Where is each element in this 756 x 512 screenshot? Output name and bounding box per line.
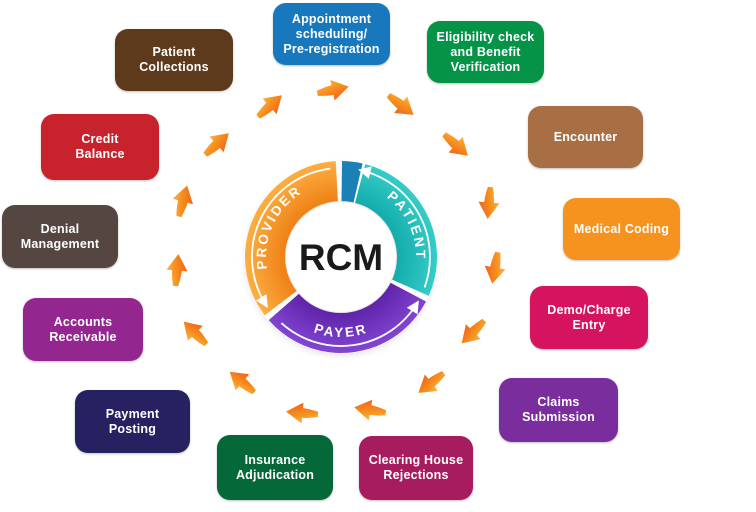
cycle-arrow-icon — [198, 125, 236, 163]
stage-insurance-adjudication-label: Insurance Adjudication — [235, 452, 315, 482]
stage-encounter-label: Encounter — [553, 129, 618, 144]
cycle-arrow-icon — [411, 364, 451, 402]
segment-top-wedge — [245, 160, 437, 353]
stage-encounter: Encounter — [528, 106, 643, 168]
cycle-arrow-icon — [454, 313, 492, 351]
cycle-arrow-icon — [222, 363, 262, 401]
donut-hub — [285, 201, 397, 313]
stage-demo-charge-entry-label: Demo/Charge Entry — [547, 302, 631, 332]
stage-credit-balance-label: Credit Balance — [75, 132, 125, 161]
provider-flow-arrow — [251, 167, 331, 309]
stage-patient-collections-label: Patient Collections — [139, 45, 209, 74]
stage-insurance-adjudication: Insurance Adjudication — [217, 435, 333, 500]
segment-patient — [245, 160, 437, 353]
stage-clearing-house-rejections-label: Clearing House Rejections — [368, 453, 464, 482]
payer-flow-arrow — [280, 300, 419, 347]
cycle-arrow-icon — [352, 396, 388, 424]
stage-eligibility-check: Eligibility check and Benefit Verificati… — [427, 21, 544, 83]
segment-provider — [245, 161, 437, 353]
stage-payment-posting: Payment Posting — [75, 390, 190, 453]
patient-flow-arrow — [358, 166, 431, 288]
stage-medical-coding: Medical Coding — [563, 198, 680, 260]
cycle-arrow-icon — [251, 87, 289, 125]
cycle-arrow-icon — [315, 76, 351, 104]
stage-appointment-scheduling: Appointment scheduling/ Pre-registration — [273, 3, 390, 65]
stage-claims-submission-label: Claims Submission — [522, 395, 595, 424]
stage-patient-collections: Patient Collections — [115, 29, 233, 91]
cycle-arrow-icon — [285, 401, 319, 425]
cycle-arrow-icon — [437, 126, 475, 164]
stage-payment-posting-label: Payment Posting — [105, 406, 160, 436]
cycle-arrow-icon — [477, 186, 501, 220]
stage-denial-management-label: Denial Management — [20, 221, 100, 251]
cycle-arrow-icon — [381, 86, 421, 124]
stage-demo-charge-entry: Demo/Charge Entry — [530, 286, 648, 349]
stage-appointment-scheduling-label: Appointment scheduling/ Pre-registration — [283, 11, 380, 56]
stage-denial-management: Denial Management — [2, 205, 118, 268]
stage-credit-balance: Credit Balance — [41, 114, 159, 180]
segment-payer — [245, 161, 437, 353]
cycle-arrow-icon — [165, 253, 189, 287]
stage-eligibility-check-label: Eligibility check and Benefit Verificati… — [436, 29, 535, 74]
cycle-arrow-icon — [176, 314, 214, 352]
stage-clearing-house-rejections: Clearing House Rejections — [359, 436, 473, 500]
stage-claims-submission: Claims Submission — [499, 378, 618, 442]
stage-accounts-receivable: Accounts Receivable — [23, 298, 143, 361]
cycle-arrow-icon — [481, 250, 509, 286]
segment-payer-label: PAYER — [312, 321, 369, 340]
cycle-arrow-icon — [168, 182, 198, 220]
stage-accounts-receivable-label: Accounts Receivable — [49, 314, 117, 344]
rcm-title: RCM — [299, 237, 383, 278]
stage-medical-coding-label: Medical Coding — [573, 221, 670, 236]
